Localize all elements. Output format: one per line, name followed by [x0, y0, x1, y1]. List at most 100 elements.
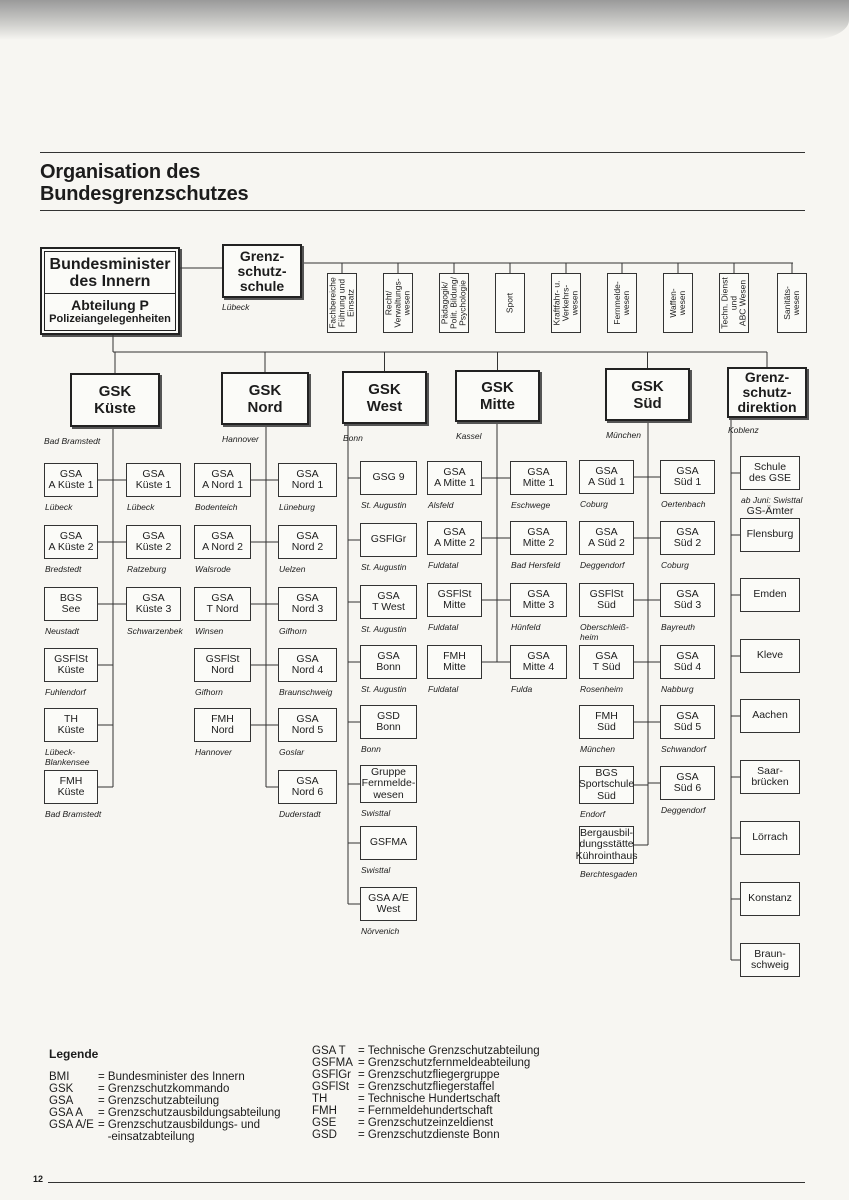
box-label-line: GSFlSt — [54, 652, 88, 665]
legend-row: TH= Technische Hundertschaft — [312, 1093, 540, 1105]
location-label: Fuldatal — [428, 622, 459, 632]
box-label-line: Süd 5 — [673, 721, 702, 733]
box-label-line: Süd — [597, 789, 616, 802]
box-label-line: A Nord 2 — [202, 541, 243, 553]
legend-definition: = Grenzschutzabteilung — [98, 1095, 220, 1107]
box-label-line: Süd 3 — [673, 599, 702, 611]
location-label: Bredstedt — [45, 564, 82, 574]
box-label-line: Sport — [504, 292, 515, 314]
box-label-line: Küste — [57, 786, 85, 798]
box-label-line: A Nord 1 — [202, 479, 243, 491]
box-label-line: GSA — [211, 591, 234, 604]
box-label-line: Konstanz — [748, 892, 792, 905]
location-label: Duderstadt — [279, 809, 321, 819]
group-label: GS-Ämter — [746, 505, 794, 517]
location-label: Fuldatal — [428, 560, 459, 570]
location-label: Uelzen — [279, 564, 306, 574]
office-box: Aachen — [740, 699, 800, 733]
box-label-line: Nord — [211, 724, 234, 736]
box-label-line: GSA — [527, 649, 550, 662]
box-label-line: Küste 2 — [135, 541, 172, 553]
location-label: Lübeck — [222, 302, 250, 312]
legend-definition: = Grenzschutzfliegergruppe — [358, 1069, 500, 1081]
legend-abbr: GSA A/E — [49, 1119, 94, 1131]
legend-abbr: GSA A — [49, 1107, 83, 1119]
location-label: Lübeck- Blankensee — [45, 747, 90, 767]
location-label: Coburg — [661, 560, 689, 570]
legend-row: GSFlSt= Grenzschutzfliegerstaffel — [312, 1081, 540, 1093]
box-label-line: GSA — [142, 591, 165, 604]
location-label: Deggendorf — [661, 805, 706, 815]
location-label: Hannover — [195, 747, 232, 757]
location-label: St. Augustin — [361, 684, 407, 694]
box-label-line: GSFlGr — [370, 533, 407, 546]
box-label-line: GSA — [595, 525, 618, 538]
box-label-line: GSA — [377, 649, 400, 662]
box-label-line: schutz- — [742, 384, 792, 400]
box-label-line: Nord 5 — [291, 724, 324, 736]
box-label-line: GSA — [676, 464, 699, 477]
box-label-line: Süd 2 — [673, 537, 702, 549]
legend-abbr: GSD — [312, 1129, 337, 1141]
legend-definition: -einsatzabteilung — [98, 1131, 195, 1143]
location-label: Gifhorn — [195, 687, 223, 697]
location-label: Swisttal — [361, 865, 391, 875]
location-label: München — [606, 430, 641, 440]
location-label: Hannover — [222, 434, 259, 444]
location-label: Swisttal — [361, 808, 391, 818]
legend-row: GSD= Grenzschutzdienste Bonn — [312, 1129, 540, 1141]
office-box: Flensburg — [740, 518, 800, 552]
box-label-line: GSA — [211, 467, 234, 480]
department-label: Sanitäts-wesen — [782, 286, 801, 320]
location-label: Bad Bramstedt — [45, 809, 102, 819]
legend-definition: = Grenzschutzfernmeldeabteilung — [358, 1057, 531, 1069]
box-label-line: Mitte — [480, 396, 515, 413]
box-label-line: BGS — [59, 591, 83, 604]
box-label-line: schweig — [751, 959, 789, 971]
box-label-line: GSA — [296, 467, 319, 480]
scan-edge — [0, 0, 849, 40]
legend-abbr: GSK — [49, 1083, 74, 1095]
box-label-line: Mitte — [443, 599, 466, 611]
title-line: Organisation des — [40, 161, 201, 183]
box-label-line: Süd 4 — [673, 661, 702, 673]
box-label-line: GSA — [443, 465, 466, 478]
box-label-line: Sportschule — [578, 778, 635, 791]
box-label-line: wesen — [621, 290, 631, 316]
box-label-line: ABC Wesen — [737, 279, 748, 327]
legend-definition: = Bundesminister des Innern — [98, 1071, 245, 1083]
box-label-line: Süd 6 — [673, 782, 702, 794]
location-label: St. Augustin — [361, 562, 407, 572]
legend-definition: = Fernmeldehundertschaft — [358, 1105, 493, 1117]
legend-abbr: GSFlSt — [312, 1081, 350, 1093]
box-label-line: Süd — [597, 599, 616, 611]
box-label-line: direktion — [737, 399, 797, 415]
box-label-line: A Süd 1 — [588, 476, 625, 488]
legend-row: -einsatzabteilung — [49, 1131, 281, 1143]
location-label: Hünfeld — [511, 622, 541, 632]
legend-abbr: TH — [312, 1093, 328, 1105]
box-label-line: Kührointhaus — [575, 849, 638, 862]
box-label-line: Einsatz — [345, 289, 356, 317]
location-label: Berchtesgaden — [580, 869, 638, 879]
location-label: Schwarzenbek — [127, 626, 183, 636]
legend-abbr: GSFlGr — [312, 1069, 351, 1081]
page-number: 12 — [33, 1174, 44, 1184]
location-label: Koblenz — [728, 425, 759, 435]
bmi-name-line: des Innern — [69, 273, 151, 290]
department-box: Recht/Verwaltungs-wesen — [383, 273, 413, 333]
header-rule — [40, 152, 805, 153]
grenzschutzdirektion-box: Grenz-schutz-direktion — [727, 367, 807, 418]
box-label-line: Süd — [633, 394, 662, 412]
legend-row: GSA= Grenzschutzabteilung — [49, 1095, 281, 1107]
